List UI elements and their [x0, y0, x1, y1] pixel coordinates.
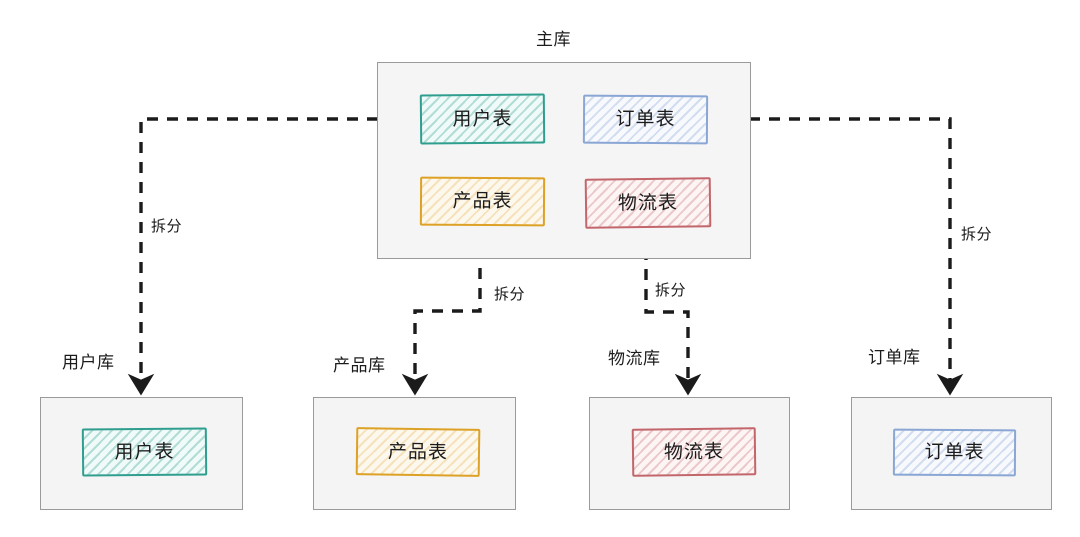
shard-db-title-product: 产品库	[333, 356, 386, 376]
shard-table-user[interactable]: 用户表	[81, 427, 208, 477]
main-db-title: 主库	[536, 30, 571, 50]
shard-table-product-label: 产品表	[387, 440, 449, 463]
edge-label-product: 拆分	[494, 285, 526, 303]
shard-db-title-user: 用户库	[62, 353, 115, 373]
shard-table-product[interactable]: 产品表	[355, 427, 481, 477]
main-table-user-label: 用户表	[452, 107, 513, 130]
main-table-logistics[interactable]: 物流表	[584, 177, 712, 229]
main-table-user[interactable]: 用户表	[419, 93, 546, 145]
edge-label-logistics: 拆分	[655, 281, 687, 299]
main-table-product[interactable]: 产品表	[419, 176, 546, 227]
shard-db-title-logistics: 物流库	[608, 349, 661, 369]
shard-table-order[interactable]: 订单表	[892, 428, 1017, 477]
shard-table-user-label: 用户表	[114, 440, 175, 463]
main-table-order[interactable]: 订单表	[582, 94, 709, 145]
main-table-product-label: 产品表	[452, 189, 513, 213]
shard-db-title-order: 订单库	[868, 348, 921, 368]
edge-label-order: 拆分	[961, 225, 993, 243]
shard-table-logistics-label: 物流表	[663, 440, 725, 463]
main-db-container[interactable]	[377, 62, 751, 259]
edge-label-user: 拆分	[151, 217, 183, 235]
shard-table-order-label: 订单表	[924, 440, 985, 464]
main-table-order-label: 订单表	[615, 107, 676, 131]
main-table-logistics-label: 物流表	[617, 191, 679, 214]
shard-table-logistics[interactable]: 物流表	[631, 427, 757, 477]
